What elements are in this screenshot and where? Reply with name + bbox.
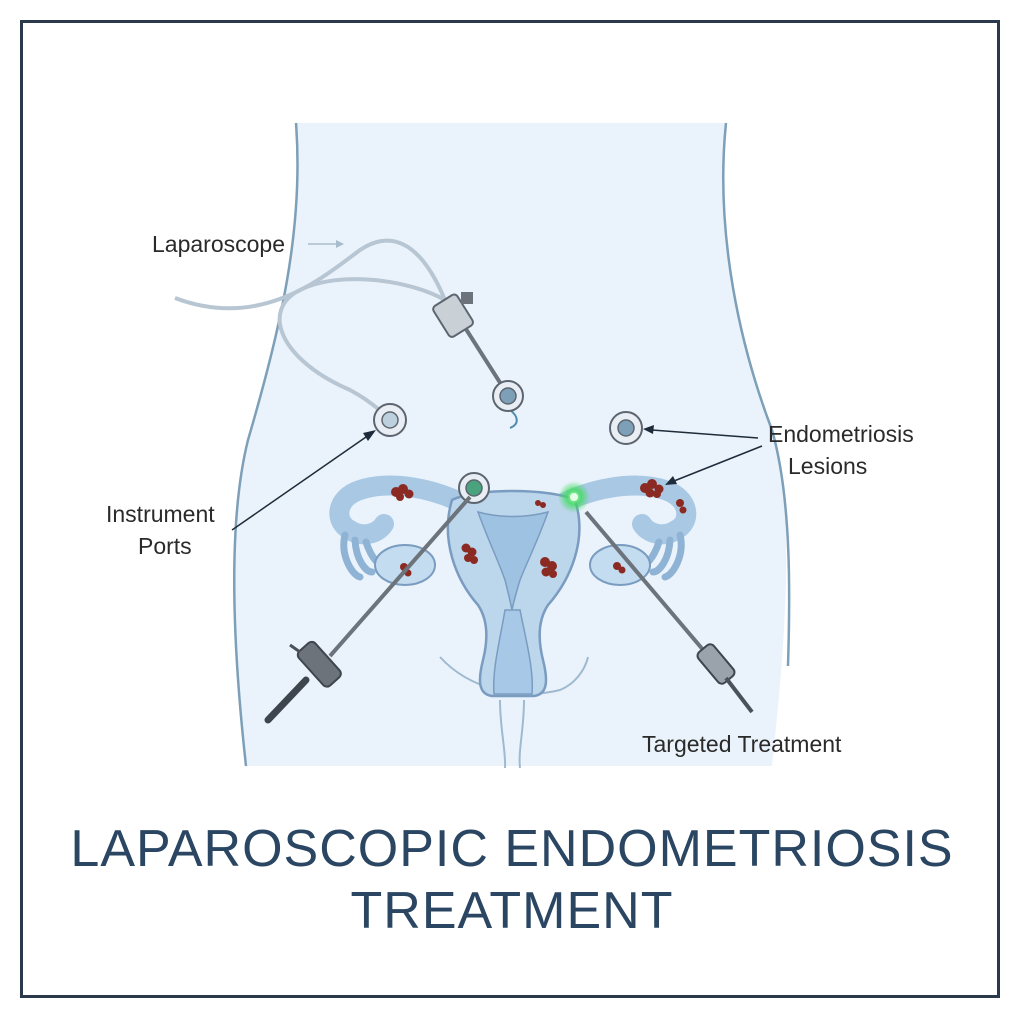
lesion-cluster <box>540 557 557 578</box>
instrument-port-lower <box>458 472 490 504</box>
leader-lines <box>231 240 763 531</box>
instrument-port-navel <box>492 380 524 412</box>
lesion-cluster <box>676 499 687 514</box>
fallopian-tube-left <box>329 475 470 545</box>
leg-line-left <box>499 699 507 769</box>
title-line: TREATMENT <box>350 882 674 940</box>
leg-line-right <box>518 699 525 769</box>
page-title: LAPAROSCOPIC ENDOMETRIOSIS TREATMENT <box>0 818 1024 942</box>
lesions-arrowhead-upper <box>643 425 654 434</box>
label-line: Ports <box>138 533 192 559</box>
body-outline-right <box>722 122 791 667</box>
lesions-leader-lower <box>673 445 763 482</box>
cervical-canal <box>492 609 534 695</box>
lesion-cluster <box>391 484 414 501</box>
label-laparoscope: Laparoscope <box>152 231 285 257</box>
lesions-arrowhead-lower <box>665 476 677 485</box>
instrument-port-right <box>609 411 643 445</box>
label-line: Lesions <box>788 453 868 479</box>
instrument-ports-leader <box>231 436 367 531</box>
instrument-port-left <box>373 403 407 437</box>
laparoscope <box>432 292 508 394</box>
lesion-cluster <box>640 479 664 498</box>
uterine-cavity <box>476 510 550 611</box>
label-instrument-ports: Instrument Ports <box>106 498 215 562</box>
label-line: Instrument <box>106 501 215 527</box>
surgical-instrument-right <box>558 481 754 714</box>
laparoscope-cable <box>277 277 446 420</box>
body-outline-left <box>232 122 299 767</box>
surgical-instrument-left <box>264 495 472 724</box>
lesion-cluster <box>535 500 546 508</box>
laparoscope-arrowhead <box>336 240 344 248</box>
label-line: Endometriosis <box>768 421 914 447</box>
label-targeted-treatment: Targeted Treatment <box>642 731 842 757</box>
lesions-leader-upper <box>651 429 759 439</box>
instrument-ports-arrowhead <box>363 430 376 441</box>
lesion-cluster <box>613 562 626 574</box>
laparoscope-cable <box>174 238 447 311</box>
pelvic-line <box>439 656 589 695</box>
title-line: LAPAROSCOPIC ENDOMETRIOSIS <box>70 820 954 878</box>
navel <box>509 409 518 429</box>
label-endometriosis-lesions: Endometriosis Lesions <box>768 418 914 482</box>
lesion-cluster <box>461 543 478 564</box>
endometriosis-lesions <box>391 479 687 578</box>
